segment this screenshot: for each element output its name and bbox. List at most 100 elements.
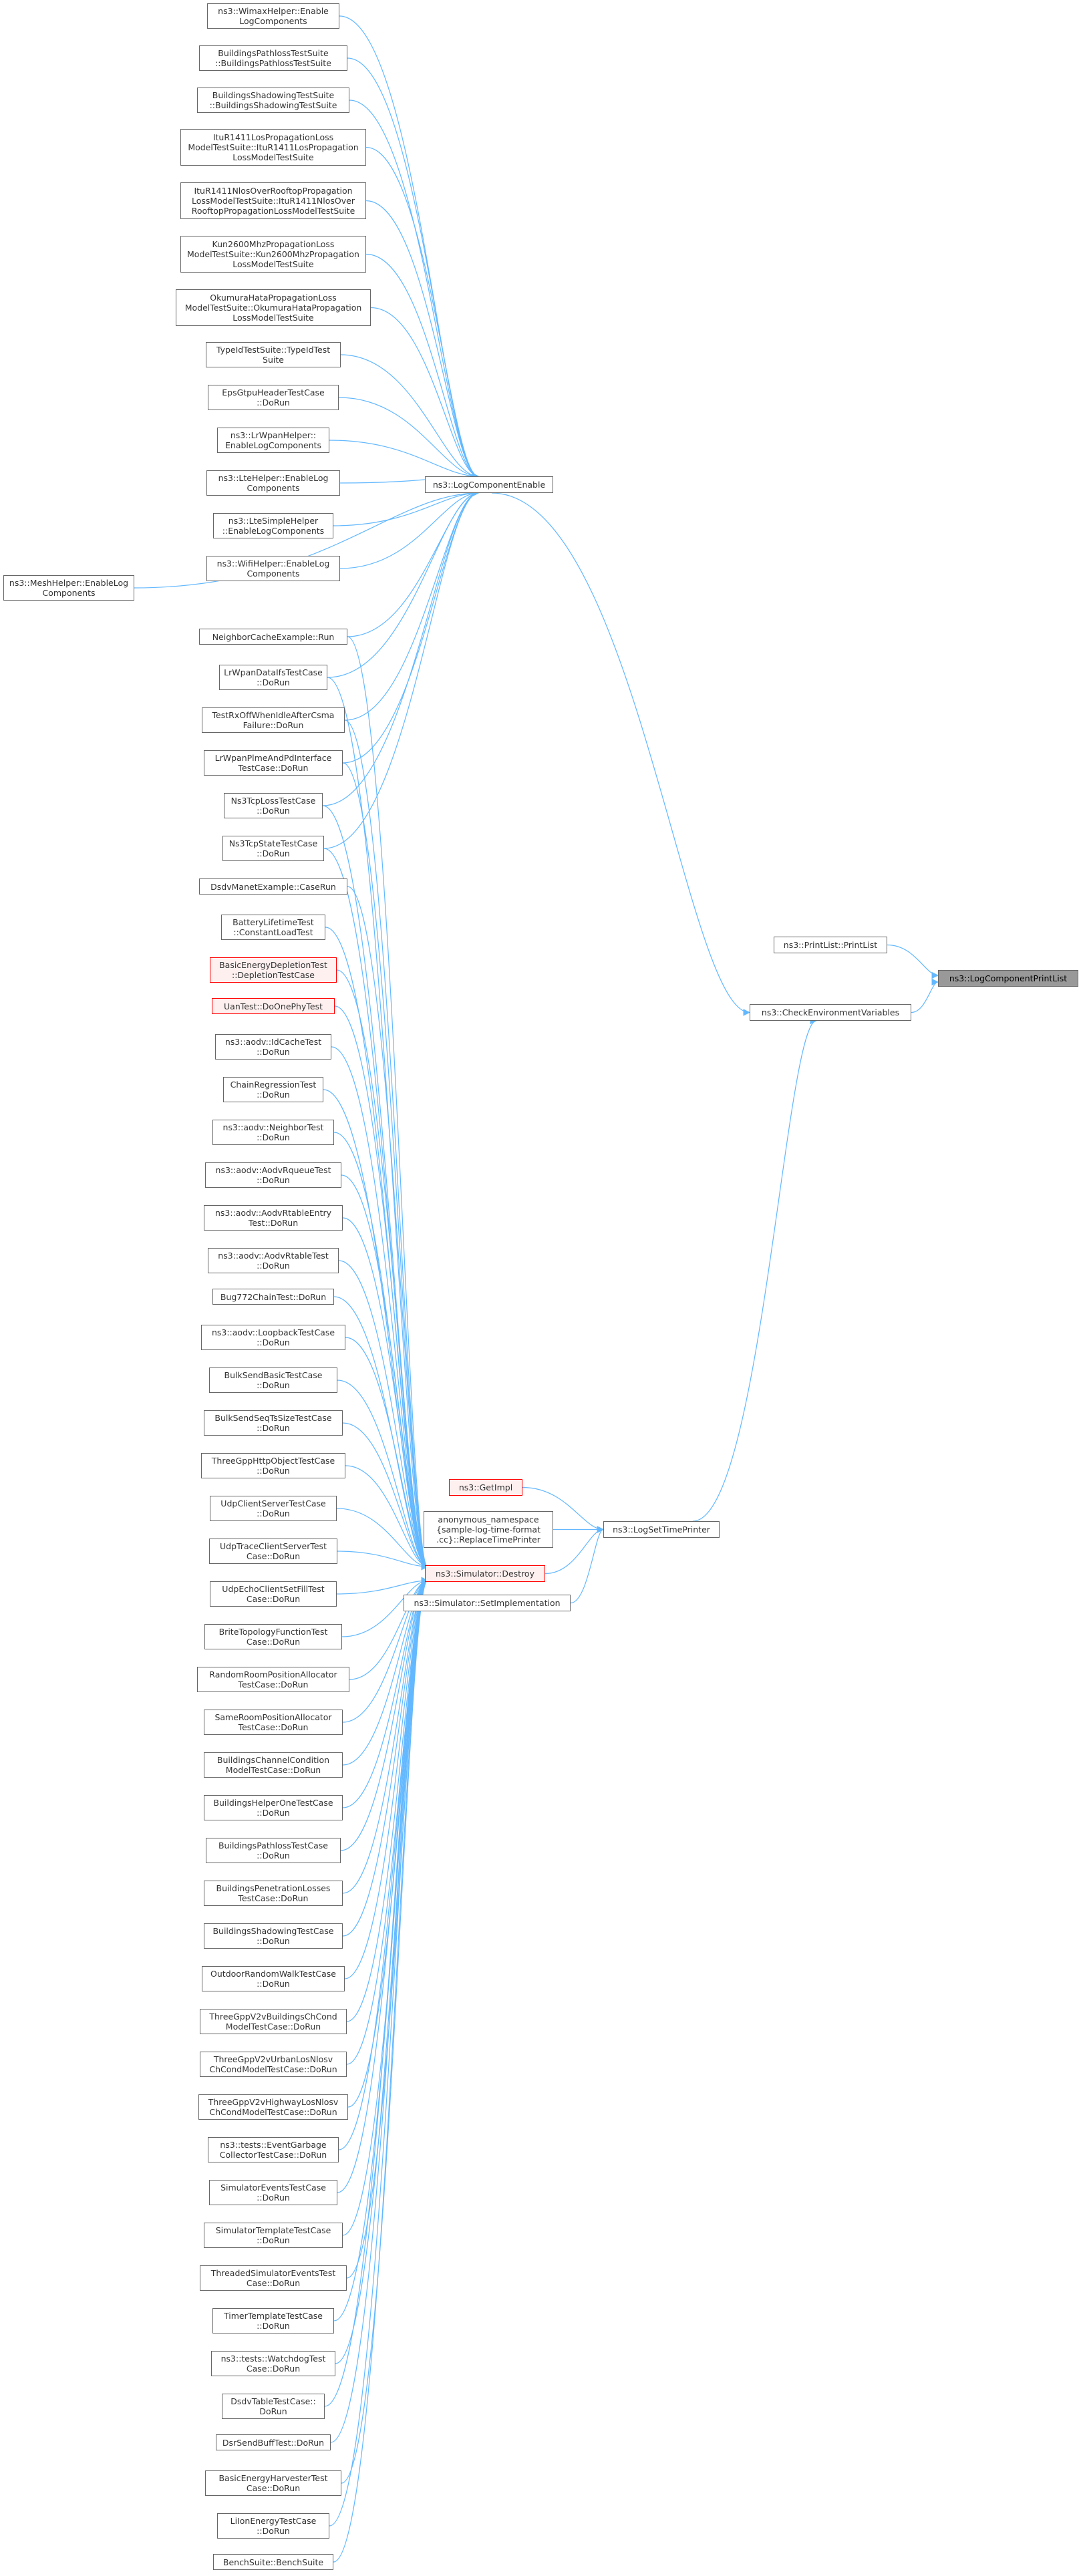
node-logcompenable[interactable]: ns3::LogComponentEnable: [425, 476, 553, 493]
node-label: ns3::GetImpl: [458, 1482, 513, 1492]
node-bulksendseq[interactable]: BulkSendSeqTsSizeTestCase ::DoRun: [204, 1410, 343, 1436]
node-aodvrqueue[interactable]: ns3::aodv::AodvRqueueTest ::DoRun: [205, 1162, 341, 1188]
node-simulatortemplate[interactable]: SimulatorTemplateTestCase ::DoRun: [204, 2223, 343, 2248]
node-simulatorevents[interactable]: SimulatorEventsTestCase ::DoRun: [209, 2180, 337, 2205]
node-outdoorrandomwalk[interactable]: OutdoorRandomWalkTestCase ::DoRun: [202, 1966, 345, 1991]
node-typeid[interactable]: TypeIdTestSuite::TypeIdTest Suite: [206, 342, 341, 367]
node-itur-los[interactable]: ItuR1411LosPropagationLoss ModelTestSuit…: [180, 129, 366, 166]
node-neighborcache[interactable]: NeighborCacheExample::Run: [199, 629, 347, 645]
node-label: ThreeGppV2vUrbanLosNlosv ChCondModelTest…: [209, 2054, 337, 2074]
node-britetopo[interactable]: BriteTopologyFunctionTest Case::DoRun: [204, 1624, 342, 1649]
node-okumura[interactable]: OkumuraHataPropagationLoss ModelTestSuit…: [176, 289, 371, 326]
node-lrwpanplme[interactable]: LrWpanPlmeAndPdInterface TestCase::DoRun: [204, 750, 343, 776]
node-dsdvtable[interactable]: DsdvTableTestCase:: DoRun: [222, 2394, 325, 2419]
node-aodvneighbor[interactable]: ns3::aodv::NeighborTest ::DoRun: [212, 1120, 334, 1145]
node-label: BasicEnergyHarvesterTest Case::DoRun: [218, 2473, 328, 2493]
node-ns3tcploss[interactable]: Ns3TcpLossTestCase ::DoRun: [224, 793, 323, 818]
node-simsetimpl[interactable]: ns3::Simulator::SetImplementation: [404, 1595, 571, 1611]
node-buildingsshadowing[interactable]: BuildingsShadowingTestCase ::DoRun: [204, 1923, 343, 1949]
node-threadedsim[interactable]: ThreadedSimulatorEventsTest Case::DoRun: [200, 2265, 347, 2291]
node-basicenergydep[interactable]: BasicEnergyDepletionTest ::DepletionTest…: [210, 957, 337, 983]
node-getimpl[interactable]: ns3::GetImpl: [449, 1479, 522, 1496]
node-udptraceclient[interactable]: UdpTraceClientServerTest Case::DoRun: [209, 1539, 337, 1564]
node-checkenv[interactable]: ns3::CheckEnvironmentVariables: [750, 1004, 911, 1021]
node-label: ns3::WifiHelper::EnableLog Components: [216, 558, 330, 579]
node-label: BulkSendSeqTsSizeTestCase ::DoRun: [214, 1413, 332, 1433]
node-aodvrtableentry[interactable]: ns3::aodv::AodvRtableEntry Test::DoRun: [204, 1205, 343, 1231]
node-batterylife[interactable]: BatteryLifetimeTest ::ConstantLoadTest: [221, 915, 325, 940]
node-watchdog[interactable]: ns3::tests::WatchdogTest Case::DoRun: [211, 2351, 335, 2376]
node-logcompprintlist[interactable]: ns3::LogComponentPrintList: [938, 970, 1078, 987]
node-testrxoff[interactable]: TestRxOffWhenIdleAfterCsma Failure::DoRu…: [202, 707, 345, 733]
node-threegppv2vhighway[interactable]: ThreeGppV2vHighwayLosNlosv ChCondModelTe…: [198, 2094, 348, 2120]
node-bst-suite[interactable]: BuildingsShadowingTestSuite ::BuildingsS…: [197, 88, 349, 113]
node-label: ns3::aodv::AodvRqueueTest ::DoRun: [215, 1165, 331, 1185]
node-threegppv2vbuildings[interactable]: ThreeGppV2vBuildingsChCond ModelTestCase…: [200, 2009, 347, 2034]
node-ns3tcpstate[interactable]: Ns3TcpStateTestCase ::DoRun: [222, 836, 324, 861]
node-label: BuildingsShadowingTestSuite ::BuildingsS…: [209, 90, 337, 110]
node-label: BuildingsPathlossTestSuite ::BuildingsPa…: [215, 48, 331, 68]
node-liionenergy[interactable]: LiIonEnergyTestCase ::DoRun: [217, 2513, 329, 2539]
node-label: BuildingsPathlossTestCase ::DoRun: [218, 1840, 329, 1861]
node-label: BuildingsHelperOneTestCase ::DoRun: [213, 1798, 333, 1818]
node-basicenergyharv[interactable]: BasicEnergyHarvesterTest Case::DoRun: [205, 2470, 341, 2496]
node-wifihelper[interactable]: ns3::WifiHelper::EnableLog Components: [206, 556, 340, 581]
node-uantest[interactable]: UanTest::DoOnePhyTest: [212, 998, 335, 1014]
node-ltehelper[interactable]: ns3::LteHelper::EnableLog Components: [206, 470, 340, 496]
node-anonreplace[interactable]: anonymous_namespace {sample-log-time-for…: [424, 1511, 553, 1548]
node-wimax[interactable]: ns3::WimaxHelper::Enable LogComponents: [207, 3, 339, 29]
node-buildingspenetration[interactable]: BuildingsPenetrationLosses TestCase::DoR…: [204, 1881, 343, 1906]
node-label: ns3::WimaxHelper::Enable LogComponents: [218, 6, 329, 26]
node-aodvloopback[interactable]: ns3::aodv::LoopbackTestCase ::DoRun: [201, 1325, 345, 1350]
node-udpclientserver[interactable]: UdpClientServerTestCase ::DoRun: [210, 1496, 337, 1521]
node-epsgtpu[interactable]: EpsGtpuHeaderTestCase ::DoRun: [208, 385, 339, 410]
node-itur-nlos[interactable]: ItuR1411NlosOverRooftopPropagation LossM…: [180, 182, 366, 219]
node-eventgarbage[interactable]: ns3::tests::EventGarbage CollectorTestCa…: [208, 2137, 339, 2162]
node-printlist[interactable]: ns3::PrintList::PrintList: [774, 937, 887, 953]
node-label: NeighborCacheExample::Run: [212, 631, 335, 642]
node-label: OkumuraHataPropagationLoss ModelTestSuit…: [184, 293, 362, 323]
node-buildingshelperone[interactable]: BuildingsHelperOneTestCase ::DoRun: [204, 1795, 343, 1820]
node-label: ns3::tests::EventGarbage CollectorTestCa…: [219, 2140, 327, 2160]
node-lrwpanhelper[interactable]: ns3::LrWpanHelper:: EnableLogComponents: [217, 428, 329, 453]
node-label: BuildingsChannelCondition ModelTestCase:…: [216, 1755, 330, 1775]
node-ltesimple[interactable]: ns3::LteSimpleHelper ::EnableLogComponen…: [213, 513, 333, 538]
node-benchsuite[interactable]: BenchSuite::BenchSuite: [213, 2554, 333, 2570]
node-label: DsrSendBuffTest::DoRun: [222, 2437, 325, 2448]
node-dsdvmanet[interactable]: DsdvManetExample::CaseRun: [199, 878, 347, 895]
node-label: LrWpanDataIfsTestCase ::DoRun: [224, 667, 323, 687]
node-label: OutdoorRandomWalkTestCase ::DoRun: [210, 1969, 336, 1989]
node-label: ns3::LteSimpleHelper ::EnableLogComponen…: [222, 516, 325, 536]
node-label: BriteTopologyFunctionTest Case::DoRun: [218, 1627, 328, 1647]
node-label: Bug772ChainTest::DoRun: [220, 1291, 327, 1302]
node-buildingspathloss[interactable]: BuildingsPathlossTestCase ::DoRun: [206, 1838, 341, 1863]
node-bulksendbasic[interactable]: BulkSendBasicTestCase ::DoRun: [209, 1367, 337, 1393]
node-timertemplate[interactable]: TimerTemplateTestCase ::DoRun: [212, 2308, 334, 2333]
node-label: ItuR1411NlosOverRooftopPropagation LossM…: [191, 186, 355, 216]
node-aodvrtable[interactable]: ns3::aodv::AodvRtableTest ::DoRun: [208, 1248, 339, 1273]
node-sameroom[interactable]: SameRoomPositionAllocator TestCase::DoRu…: [204, 1710, 343, 1735]
node-buildingschannel[interactable]: BuildingsChannelCondition ModelTestCase:…: [204, 1752, 343, 1778]
node-udpechoclient[interactable]: UdpEchoClientSetFillTest Case::DoRun: [210, 1581, 337, 1607]
node-label: ns3::aodv::IdCacheTest ::DoRun: [224, 1037, 322, 1057]
node-bpt-suite[interactable]: BuildingsPathlossTestSuite ::BuildingsPa…: [199, 45, 347, 71]
node-aodvidcache[interactable]: ns3::aodv::IdCacheTest ::DoRun: [215, 1034, 331, 1060]
node-randomroom[interactable]: RandomRoomPositionAllocator TestCase::Do…: [197, 1667, 349, 1692]
node-dsrsendbuff[interactable]: DsrSendBuffTest::DoRun: [216, 2434, 331, 2450]
node-simdestroy[interactable]: ns3::Simulator::Destroy: [425, 1565, 545, 1582]
node-lrwpandatafs[interactable]: LrWpanDataIfsTestCase ::DoRun: [219, 665, 327, 690]
node-threegpphttp[interactable]: ThreeGppHttpObjectTestCase ::DoRun: [201, 1453, 345, 1478]
node-logsettime[interactable]: ns3::LogSetTimePrinter: [603, 1521, 720, 1538]
node-label: Ns3TcpLossTestCase ::DoRun: [230, 796, 316, 816]
node-label: UanTest::DoOnePhyTest: [224, 1001, 323, 1011]
node-label: anonymous_namespace {sample-log-time-for…: [436, 1514, 540, 1545]
node-label: ThreadedSimulatorEventsTest Case::DoRun: [210, 2268, 336, 2288]
node-label: ns3::aodv::LoopbackTestCase ::DoRun: [211, 1327, 335, 1347]
node-bug772[interactable]: Bug772ChainTest::DoRun: [212, 1289, 334, 1305]
node-label: ns3::MeshHelper::EnableLog Components: [9, 578, 129, 598]
node-kun[interactable]: Kun2600MhzPropagationLoss ModelTestSuite…: [180, 236, 366, 273]
node-label: SameRoomPositionAllocator TestCase::DoRu…: [214, 1712, 332, 1732]
node-threegppv2vurban[interactable]: ThreeGppV2vUrbanLosNlosv ChCondModelTest…: [200, 2052, 347, 2077]
node-meshhelper[interactable]: ns3::MeshHelper::EnableLog Components: [3, 575, 134, 601]
node-chainreg[interactable]: ChainRegressionTest ::DoRun: [223, 1077, 323, 1102]
